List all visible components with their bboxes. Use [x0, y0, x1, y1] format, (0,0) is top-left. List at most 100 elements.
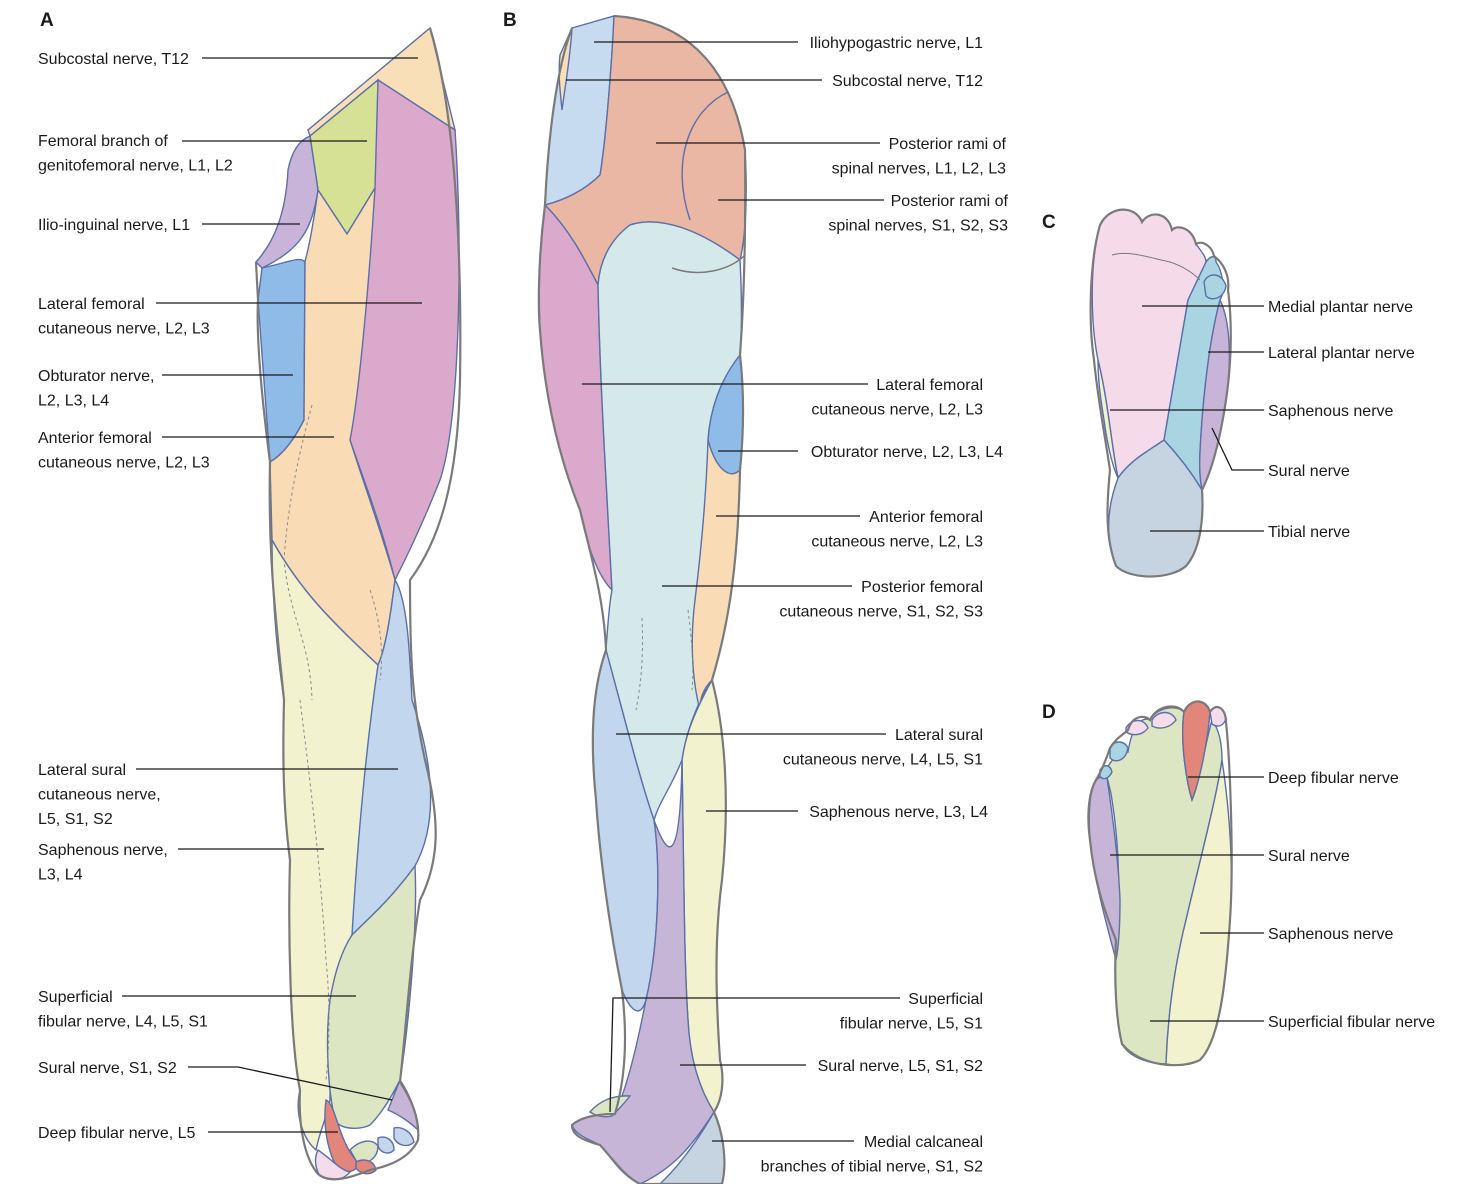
label-a-saphenous: Saphenous nerve,L3, L4 [38, 842, 168, 884]
label-line: Superficial [38, 989, 113, 1006]
leader-c-sural [1211, 427, 1264, 471]
label-line: Posterior femoral [861, 579, 983, 596]
region-d-toe-blue-1 [1109, 741, 1129, 762]
label-line: cutaneous nerve, L4, L5, S1 [783, 752, 983, 769]
foot-d-outline [1087, 700, 1233, 1067]
region-d-toe-tip-2 [1151, 711, 1177, 729]
label-line: cutaneous nerve, S1, S2, S3 [779, 604, 983, 621]
label-line: L2, L3, L4 [38, 393, 109, 410]
label-line: Subcostal nerve, T12 [38, 51, 189, 68]
label-line: Sural nerve, L5, S1, S2 [818, 1058, 984, 1075]
panel-c-labels: Medial plantar nerve Lateral plantar ner… [1110, 299, 1415, 541]
label-line: Sural nerve, S1, S2 [38, 1060, 177, 1077]
label-line: Medial calcaneal [864, 1134, 983, 1151]
label-line: cutaneous nerve, L2, L3 [38, 321, 210, 338]
label-line: cutaneous nerve, L2, L3 [811, 402, 983, 419]
label-line: Lateral femoral [876, 377, 983, 394]
panel-d-labels: Deep fibular nerve Sural nerve Saphenous… [1110, 770, 1435, 1031]
region-a-toe-blue [393, 1126, 415, 1147]
label-a-obturator: Obturator nerve, L2, L3, L4 [38, 368, 155, 410]
label-line: Posterior rami of [891, 193, 1009, 210]
gluteal-fold-b [671, 254, 746, 274]
label-line: spinal nerves, L1, L2, L3 [832, 161, 1006, 178]
label-line: Lateral sural [895, 727, 983, 744]
label-line: Lateral femoral [38, 296, 145, 313]
label-b-lateral-femoral: Lateral femoral cutaneous nerve, L2, L3 [811, 377, 983, 419]
label-line: cutaneous nerve, L2, L3 [811, 534, 983, 551]
label-line: genitofemoral nerve, L1, L2 [38, 158, 233, 175]
panel-c-regions [1091, 208, 1231, 578]
posterior-rami-s-arc [681, 91, 729, 221]
label-line: Subcostal nerve, T12 [832, 73, 983, 90]
label-b-lateral-sural: Lateral sural cutaneous nerve, L4, L5, S1 [783, 727, 983, 769]
label-b-post-rami-l: Posterior rami of spinal nerves, L1, L2, … [832, 136, 1007, 178]
label-line: Obturator nerve, [38, 368, 155, 385]
label-line: Ilio-inguinal nerve, L1 [38, 217, 190, 234]
region-a-ilioinguinal [255, 135, 319, 269]
label-d-deep-fibular: Deep fibular nerve [1268, 770, 1399, 787]
region-a-superficial-fibular [326, 863, 417, 1129]
label-line: Lateral sural [38, 762, 126, 779]
label-b-saphenous: Saphenous nerve, L3, L4 [809, 804, 988, 821]
dashed-vein-b1 [635, 617, 644, 711]
label-d-sural: Sural nerve [1268, 848, 1350, 865]
toe-crease-c [1111, 252, 1201, 281]
region-c-saphenous [1097, 359, 1119, 479]
region-a-toe-blue-2 [377, 1136, 395, 1154]
label-line: L5, S1, S2 [38, 811, 113, 828]
leg-a-outline [254, 27, 462, 1181]
label-line: cutaneous nerve, L2, L3 [38, 455, 210, 472]
label-a-subcostal: Subcostal nerve, T12 [38, 51, 189, 68]
region-a-deep-fibular [324, 1099, 359, 1173]
label-line: Deep fibular nerve, L5 [38, 1125, 196, 1142]
label-line: Sural nerve [1268, 463, 1350, 480]
dashed-vein-a2 [299, 699, 330, 1081]
label-a-lateral-femoral: Lateral femoral cutaneous nerve, L2, L3 [38, 296, 210, 338]
label-b-posterior-femoral: Posterior femoral cutaneous nerve, S1, S2… [779, 579, 983, 621]
leader-b-superficial-fibular [609, 997, 900, 1113]
label-a-sural: Sural nerve, S1, S2 [38, 1060, 177, 1077]
region-c-small-toe [1203, 274, 1227, 300]
foot-c-outline [1089, 208, 1232, 578]
label-a-deep-fibular: Deep fibular nerve, L5 [38, 1125, 196, 1142]
label-line: Superficial fibular nerve [1268, 1014, 1435, 1031]
label-b-obturator: Obturator nerve, L2, L3, L4 [811, 444, 1003, 461]
leg-b-outline [537, 14, 747, 1184]
panel-a: A Subcostal nerve, T12 Femoral [38, 10, 462, 1181]
label-line: branches of tibial nerve, S1, S2 [761, 1159, 983, 1176]
label-b-superficial-fibular: Superficial fibular nerve, L5, S1 [840, 991, 983, 1033]
label-line: Sural nerve [1268, 848, 1350, 865]
label-line: Saphenous nerve, [38, 842, 168, 859]
label-c-tibial: Tibial nerve [1268, 524, 1350, 541]
label-line: Tibial nerve [1268, 524, 1350, 541]
dashed-vein-b2 [687, 609, 694, 691]
label-line: Saphenous nerve, L3, L4 [809, 804, 988, 821]
label-b-post-rami-s: Posterior rami of spinal nerves, S1, S2, … [828, 193, 1008, 235]
label-d-saphenous: Saphenous nerve [1268, 926, 1394, 943]
label-line: Saphenous nerve [1268, 403, 1394, 420]
label-c-saphenous: Saphenous nerve [1268, 403, 1394, 420]
label-line: fibular nerve, L5, S1 [840, 1016, 983, 1033]
label-b-anterior-femoral: Anterior femoral cutaneous nerve, L2, L3 [811, 509, 983, 551]
label-c-sural: Sural nerve [1268, 463, 1350, 480]
panel-c-letter: C [1042, 212, 1056, 233]
panel-d: D Deep fibular nerve Sural nerve Sapheno… [1042, 700, 1435, 1067]
label-line: spinal nerves, S1, S2, S3 [828, 218, 1008, 235]
label-line: Saphenous nerve [1268, 926, 1394, 943]
label-line: Anterior femoral [869, 509, 983, 526]
label-b-medial-calcaneal: Medial calcaneal branches of tibial nerve… [761, 1134, 983, 1176]
panel-b: B Iliohypogastric nerve, L1 Subcostal ne… [503, 10, 1009, 1184]
panel-c: C Medial plantar nerve Lateral plantar n… [1042, 208, 1415, 578]
dashed-vein-a1 [283, 404, 313, 701]
label-line: fibular nerve, L4, L5, S1 [38, 1014, 208, 1031]
label-line: Superficial [908, 991, 983, 1008]
label-line: Posterior rami of [889, 136, 1007, 153]
panel-a-regions [255, 26, 460, 1181]
label-line: Deep fibular nerve [1268, 770, 1399, 787]
panel-d-regions [1088, 700, 1232, 1066]
label-b-sural: Sural nerve, L5, S1, S2 [818, 1058, 984, 1075]
